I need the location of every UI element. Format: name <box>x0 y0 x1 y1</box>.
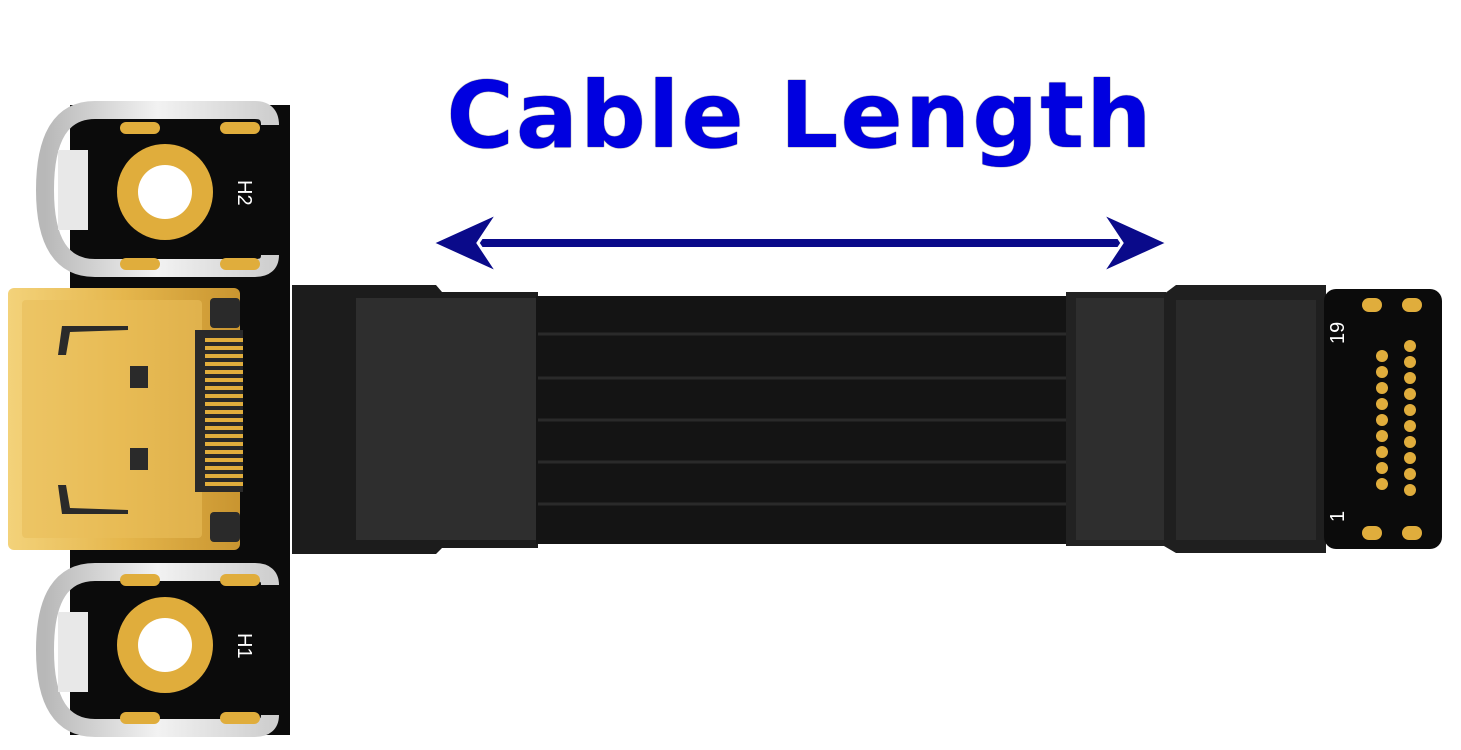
label-pin-first: 1 <box>1327 511 1349 522</box>
left-pcb: H2 H1 <box>8 101 311 737</box>
cable-length-title: Cable Length <box>446 62 1154 169</box>
label-hole-bottom: H1 <box>233 633 255 659</box>
hdmi-connector <box>8 288 243 550</box>
label-pin-last: 19 <box>1327 322 1349 344</box>
label-hole-top: H2 <box>233 180 255 206</box>
left-overmold <box>292 285 538 554</box>
top-mount-bracket: H2 <box>35 101 279 277</box>
length-arrow <box>428 209 1172 277</box>
bottom-mount-bracket: H1 <box>35 563 279 737</box>
right-pcb: 19 1 <box>1324 289 1442 549</box>
ribbon-cable <box>536 296 1070 544</box>
right-overmold <box>1066 285 1326 553</box>
